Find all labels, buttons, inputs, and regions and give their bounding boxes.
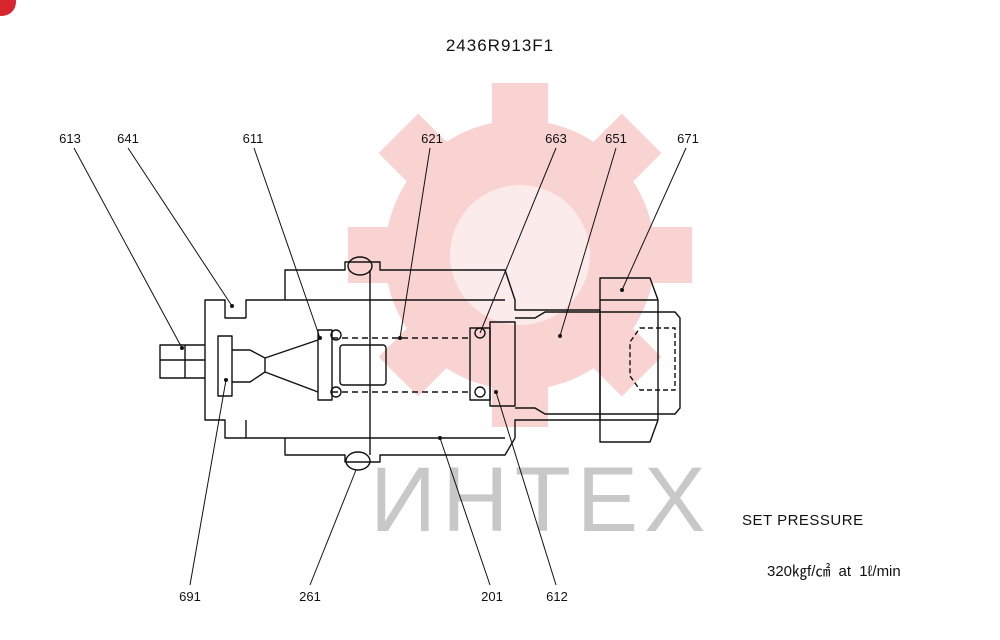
callout-613: 613 bbox=[59, 131, 81, 146]
set-pressure-value: 320㎏f/㎠ at 1ℓ/min bbox=[767, 563, 901, 580]
callout-671: 671 bbox=[677, 131, 699, 146]
seat-691 bbox=[217, 335, 233, 397]
adjusting-screw bbox=[515, 311, 681, 415]
lock-nut bbox=[599, 277, 659, 443]
plug-641 bbox=[204, 299, 246, 439]
spring-seat bbox=[469, 327, 491, 401]
callout-201: 201 bbox=[481, 589, 503, 604]
watermark-text: ИНТЕХ bbox=[370, 449, 712, 551]
callout-691: 691 bbox=[179, 589, 201, 604]
callout-261: 261 bbox=[299, 589, 321, 604]
callout-641: 641 bbox=[117, 131, 139, 146]
stem-613 bbox=[159, 344, 205, 379]
callout-611: 611 bbox=[242, 131, 264, 146]
callout-651: 651 bbox=[605, 131, 627, 146]
callout-612: 612 bbox=[546, 589, 568, 604]
drawing-title: 2436R913F1 bbox=[445, 36, 555, 55]
o-ring-top bbox=[347, 256, 373, 276]
body-outline bbox=[245, 261, 601, 463]
spring-guide bbox=[339, 344, 387, 386]
callout-663: 663 bbox=[545, 131, 567, 146]
callout-621: 621 bbox=[421, 131, 443, 146]
set-pressure-label: SET PRESSURE bbox=[742, 512, 864, 529]
o-ring-bottom bbox=[345, 451, 371, 471]
poppet bbox=[317, 329, 333, 401]
